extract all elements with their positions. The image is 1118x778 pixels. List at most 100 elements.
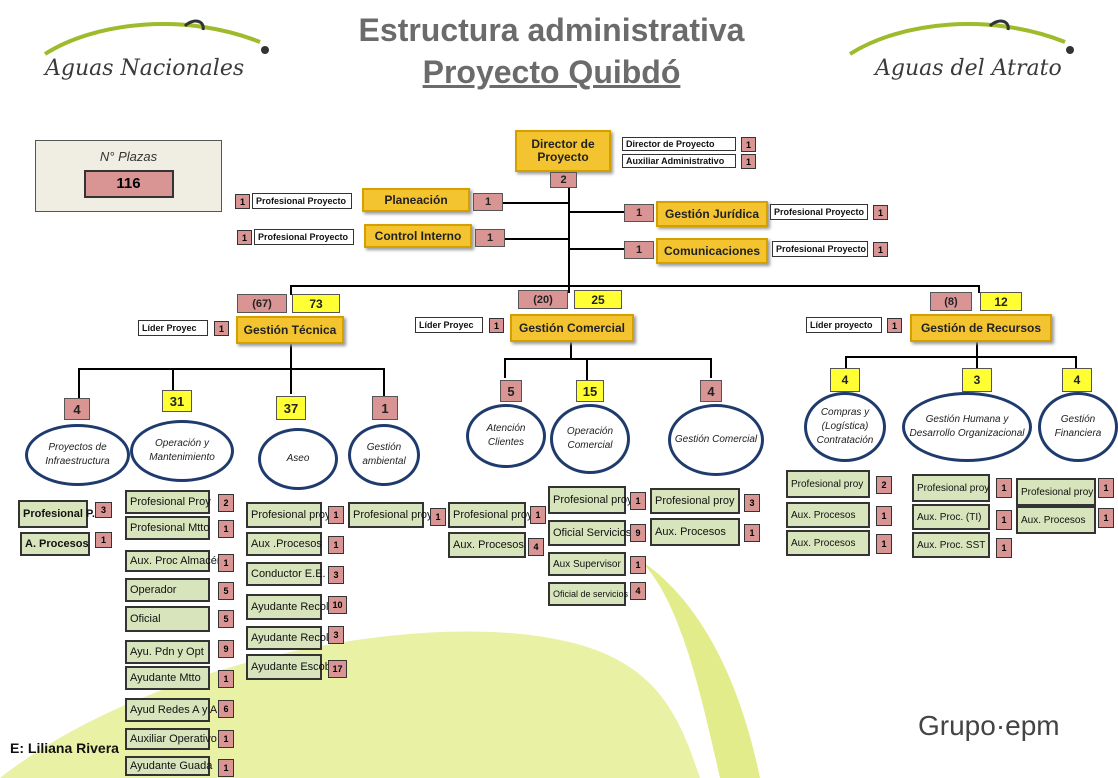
role-row: Profesional proy xyxy=(1016,478,1096,506)
wave-logo-icon xyxy=(43,19,269,56)
role-row-num: 1 xyxy=(996,478,1012,498)
role-row-num: 1 xyxy=(1098,508,1114,528)
role-row-num: 1 xyxy=(996,538,1012,558)
unit-oval: Gestión ambiental xyxy=(348,424,420,486)
role-row: Aux Supervisor xyxy=(548,552,626,576)
role-row: Operador xyxy=(125,578,210,602)
unit-oval: Proyectos de Infraestructura xyxy=(25,424,130,486)
page-title: Estructura administrativa xyxy=(358,12,745,48)
unit-num: 5 xyxy=(500,380,522,402)
role-row: Aux. Procesos xyxy=(1016,506,1096,534)
plazas-label: N° Plazas xyxy=(99,149,158,164)
role-row-num: 1 xyxy=(630,492,646,510)
comercial-count-a: (20) xyxy=(518,290,568,309)
logo-aguas-nacionales: Aguas Nacionales xyxy=(35,12,295,87)
unit-oval: Gestión Financiera xyxy=(1038,392,1118,462)
role-row-num: 1 xyxy=(218,759,234,777)
role-row-num: 3 xyxy=(328,566,344,584)
unit-num: 3 xyxy=(962,368,992,392)
brand-logo: Grupo·epm xyxy=(918,710,1060,742)
role-row: Ayudante Recol xyxy=(246,594,328,620)
role-row-num: 1 xyxy=(876,534,892,554)
author-label: E: Liliana Rivera xyxy=(10,740,119,756)
role-row: Oficial xyxy=(125,606,210,632)
tecnica-box: Gestión Técnica xyxy=(236,316,344,344)
tecnica-count-b: 73 xyxy=(292,294,340,313)
juridica-role-num: 1 xyxy=(873,205,888,220)
role-row: Ayudante Escob xyxy=(246,654,331,680)
unit-num: 4 xyxy=(1062,368,1092,392)
role-row-num: 1 xyxy=(530,506,546,524)
role-row: Profesional proy xyxy=(786,470,870,498)
logo-aguas-del-atrato: Aguas del Atrato xyxy=(840,12,1100,87)
role-row-num: 1 xyxy=(328,536,344,554)
role-row-num: 1 xyxy=(218,670,234,688)
role-row: Ayudante Recol xyxy=(246,626,328,650)
role-row-num: 9 xyxy=(218,640,234,658)
role-row-num: 2 xyxy=(218,494,234,512)
role-row: Aux. Procesos xyxy=(786,530,870,556)
role-row-num: 1 xyxy=(218,730,234,748)
unit-num: 4 xyxy=(830,368,860,392)
role-row: Profesional Mtto xyxy=(125,516,210,540)
director-role-2-num: 1 xyxy=(741,154,756,169)
logo-text-left: Aguas Nacionales xyxy=(45,56,245,81)
role-row: Profesional proy xyxy=(348,502,433,528)
role-row-num: 2 xyxy=(876,476,892,494)
director-role-2: Auxiliar Administrativo xyxy=(622,154,736,168)
recursos-leader: Líder proyecto xyxy=(806,317,882,333)
role-row: Auxiliar Operativo xyxy=(125,728,217,750)
unit-num: 4 xyxy=(64,398,90,420)
unit-oval: Atención Clientes xyxy=(466,404,546,468)
role-row-num: 5 xyxy=(218,610,234,628)
tecnica-leader: Líder Proyec xyxy=(138,320,208,336)
unit-num: 31 xyxy=(162,390,192,412)
role-row-num: 1 xyxy=(218,554,234,572)
juridica-num: 1 xyxy=(624,204,654,222)
unit-num: 37 xyxy=(276,396,306,420)
comercial-leader-num: 1 xyxy=(489,318,504,333)
juridica-role: Profesional Proyecto xyxy=(770,204,868,220)
tecnica-leader-num: 1 xyxy=(214,321,229,336)
role-row-num: 1 xyxy=(328,506,344,524)
control-num: 1 xyxy=(475,229,505,247)
role-row: Profesional Proy xyxy=(125,490,211,514)
role-row-num: 17 xyxy=(328,660,347,678)
planeacion-role-num: 1 xyxy=(235,194,250,209)
role-row-num: 1 xyxy=(95,532,112,548)
control-box: Control Interno xyxy=(364,224,472,248)
role-row-num: 1 xyxy=(996,510,1012,530)
role-row-num: 1 xyxy=(1098,478,1114,498)
recursos-count-a: (8) xyxy=(930,292,972,311)
page-subtitle: Proyecto Quibdó xyxy=(422,54,681,90)
unit-oval: Gestión Humana y Desarrollo Organizacion… xyxy=(902,392,1032,462)
role-row-num: 10 xyxy=(328,596,347,614)
role-row-num: 6 xyxy=(218,700,234,718)
comercial-leader: Líder Proyec xyxy=(415,317,483,333)
unit-num: 15 xyxy=(576,380,604,402)
role-row: Ayudante Guada xyxy=(125,756,212,776)
role-row: Conductor E.E. xyxy=(246,562,326,586)
role-row: Aux. Proc Almacén xyxy=(125,550,223,572)
comunicaciones-num: 1 xyxy=(624,241,654,259)
unit-num: 4 xyxy=(700,380,722,402)
planeacion-role: Profesional Proyecto xyxy=(252,193,352,209)
role-row: Aux. Procesos xyxy=(448,532,526,558)
comunicaciones-role: Profesional Proyecto xyxy=(772,241,868,257)
role-row: Profesional proy xyxy=(548,486,633,514)
recursos-count-b: 12 xyxy=(980,292,1022,311)
role-row-num: 1 xyxy=(876,506,892,526)
role-row: A. Procesos xyxy=(20,532,90,556)
role-row-num: 1 xyxy=(430,508,446,526)
recursos-leader-num: 1 xyxy=(887,318,902,333)
recursos-box: Gestión de Recursos xyxy=(910,314,1052,342)
wave-logo-icon xyxy=(848,19,1074,56)
role-row: Aux. Procesos xyxy=(786,502,870,528)
comunicaciones-role-num: 1 xyxy=(873,242,888,257)
role-row: Aux. Proc. (TI) xyxy=(912,504,990,530)
role-row: Oficial Servicios xyxy=(548,520,631,546)
comercial-count-b: 25 xyxy=(574,290,622,309)
role-row: Ayudante Mtto xyxy=(125,666,210,690)
plazas-value: 116 xyxy=(83,170,174,198)
plazas-box: N° Plazas 116 xyxy=(35,140,222,212)
